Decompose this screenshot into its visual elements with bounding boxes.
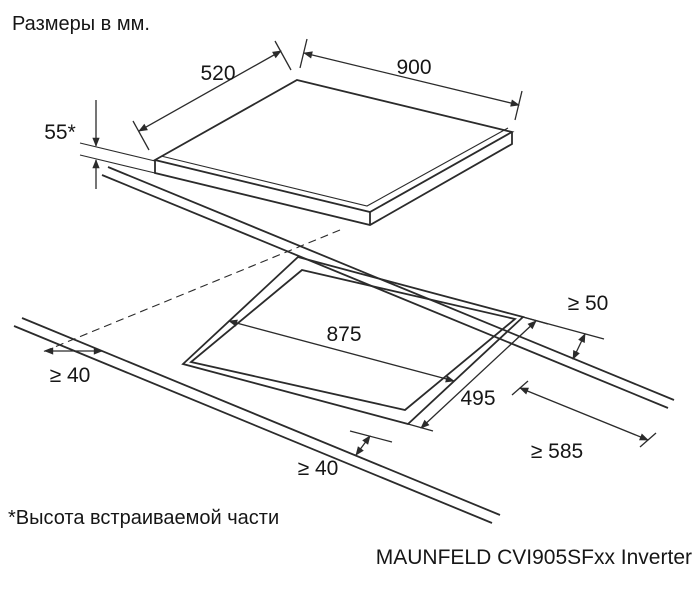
witness-line bbox=[407, 423, 434, 432]
witness-line bbox=[132, 120, 150, 151]
dimension-cutout-width: 875 bbox=[228, 319, 455, 383]
dim-cooktop-depth-label: 520 bbox=[200, 62, 235, 85]
cutout-drawing bbox=[39, 229, 525, 425]
counter-front-edge-outer bbox=[21, 317, 501, 516]
footnote: *Высота встраиваемой части bbox=[8, 507, 279, 529]
dimension-arrow bbox=[519, 387, 649, 441]
extension-line bbox=[79, 142, 156, 162]
model-name: MAUNFELD CVI905SFxx Inverter bbox=[376, 546, 692, 569]
dimension-arrow bbox=[138, 50, 282, 132]
cooktop-glass-inner-edge bbox=[160, 127, 509, 207]
dim-counter-depth-label: ≥ 585 bbox=[531, 440, 583, 463]
extension-line bbox=[79, 154, 156, 174]
page-title: Размеры в мм. bbox=[12, 13, 150, 35]
dimension-built-in-height: 55* bbox=[44, 100, 156, 189]
dim-rear-clearance-label: ≥ 50 bbox=[568, 292, 609, 315]
cooktop-side-faces bbox=[154, 132, 513, 226]
dim-cutout-depth-label: 495 bbox=[460, 387, 495, 410]
counter-front-edge-inner bbox=[13, 325, 493, 524]
dim-cutout-width-label: 875 bbox=[326, 323, 361, 346]
dimension-arrow bbox=[572, 333, 586, 360]
dimension-left-clearance: ≥ 40 bbox=[44, 347, 103, 387]
dimension-front-clearance: ≥ 40 bbox=[298, 430, 393, 480]
cooktop-drawing bbox=[152, 79, 515, 226]
dim-left-clearance-label: ≥ 40 bbox=[50, 364, 91, 387]
dimension-arrow bbox=[228, 319, 455, 383]
dimension-arrow bbox=[355, 435, 371, 456]
dim-built-in-height-label: 55* bbox=[44, 121, 76, 144]
counter-back-edge-outer bbox=[107, 166, 675, 401]
dimension-arrow bbox=[420, 320, 537, 429]
dim-front-clearance-label: ≥ 40 bbox=[298, 457, 339, 480]
dimension-cooktop-depth: 520 bbox=[132, 40, 292, 151]
dimension-cooktop-width: 900 bbox=[299, 38, 523, 121]
cooktop-top-face bbox=[152, 79, 515, 213]
dimension-arrow bbox=[303, 51, 520, 107]
witness-line bbox=[274, 40, 292, 71]
witness-tick bbox=[349, 430, 393, 443]
cutout-inner-outline bbox=[189, 269, 517, 411]
extension-line bbox=[522, 316, 605, 340]
counter-back-edge-inner bbox=[101, 174, 669, 409]
projection-dashed-line bbox=[39, 229, 341, 354]
dimension-counter-depth: ≥ 585 bbox=[511, 380, 657, 463]
dim-cooktop-width-label: 900 bbox=[396, 56, 431, 79]
dimension-rear-clearance: ≥ 50 bbox=[522, 292, 609, 360]
